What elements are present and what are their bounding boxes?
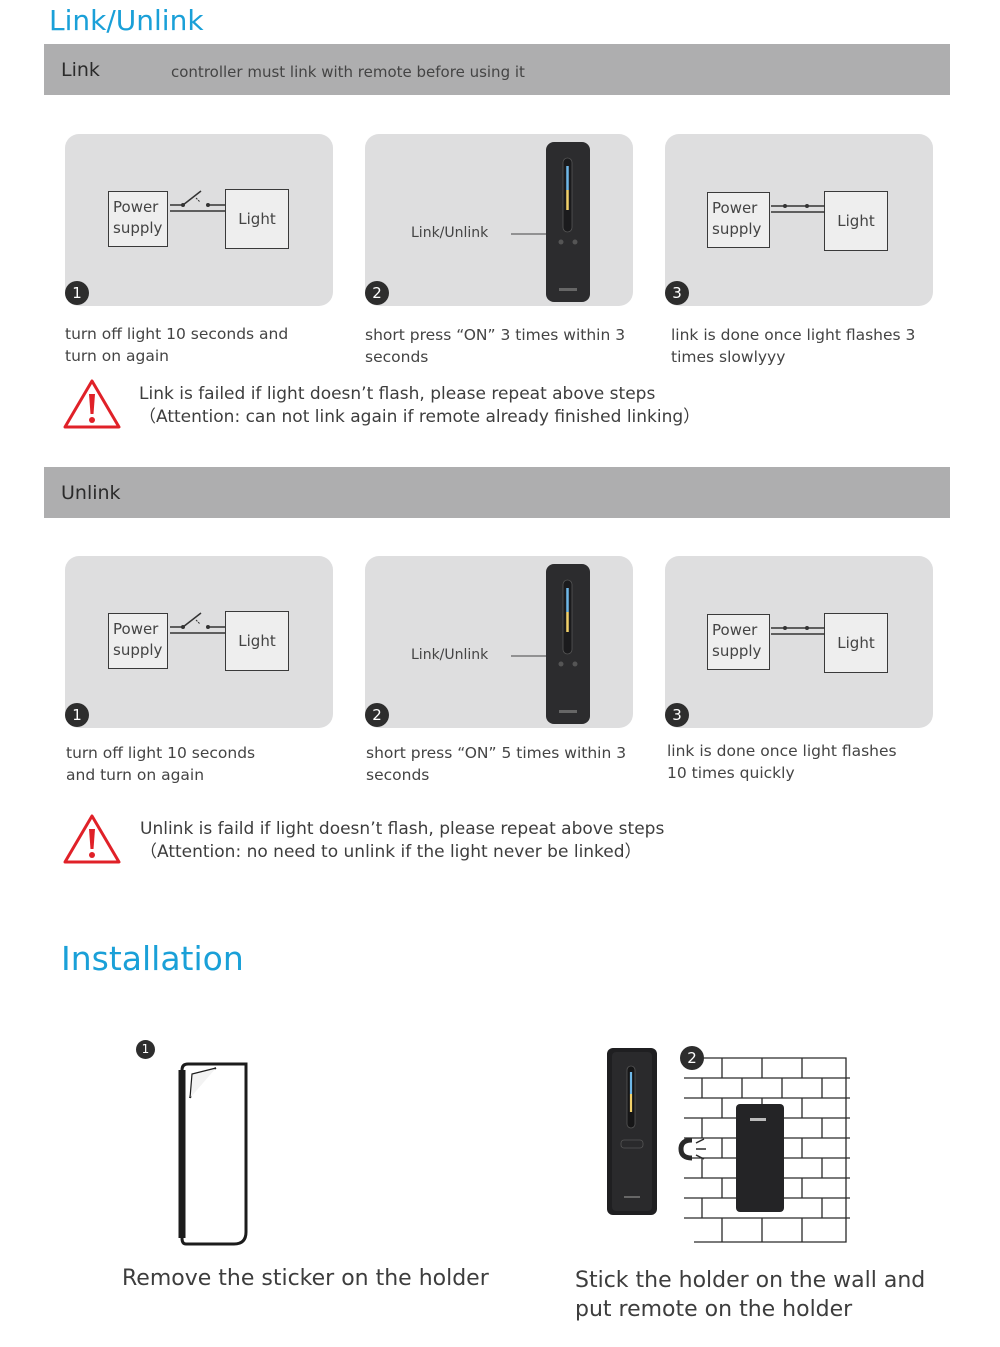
switch-open-icon <box>170 190 225 212</box>
caption-line: 10 times quickly <box>667 764 795 782</box>
link-unlink-label: Link/Unlink <box>411 225 489 241</box>
install-step2-caption: Stick the holder on the wall and put rem… <box>575 1266 925 1324</box>
step-number-1: 1 <box>65 281 89 305</box>
caption-line: times slowlyyy <box>671 348 786 366</box>
power-supply-label: Power <box>712 621 758 639</box>
switch-open-icon <box>170 612 225 634</box>
warning-triangle-icon <box>63 814 121 864</box>
step-number-2: 2 <box>365 703 389 727</box>
warning-line: Unlink is faild if light doesn’t flash, … <box>140 819 665 839</box>
light-box: Light <box>225 611 289 671</box>
light-label: Light <box>837 212 875 230</box>
power-supply-box: Power supply <box>108 191 168 247</box>
light-box: Light <box>824 613 888 673</box>
installation-title: Installation <box>61 939 244 978</box>
unlink-step2-panel: Link/Unlink 2 <box>365 556 633 728</box>
unlink-step3-panel: Power supply Light 3 <box>665 556 933 728</box>
power-supply-box: Power supply <box>707 192 770 248</box>
caption-line: short press “ON” 5 times within 3 <box>366 744 627 762</box>
link-step2-caption: short press “ON” 3 times within 3 second… <box>365 324 625 368</box>
power-supply-label-2: supply <box>113 641 163 659</box>
link-section-header: Link controller must link with remote be… <box>44 44 950 95</box>
link-warning-text: Link is failed if light doesn’t flash, p… <box>139 383 700 429</box>
caption-line: put remote on the holder <box>575 1297 853 1322</box>
power-supply-label-2: supply <box>113 219 163 237</box>
caption-line: seconds <box>366 766 430 784</box>
caption-line: turn off light 10 seconds <box>66 744 256 762</box>
warning-triangle-icon <box>63 379 121 429</box>
step-number-3: 3 <box>665 281 689 305</box>
unlink-step3-caption: link is done once light flashes 10 times… <box>667 740 897 784</box>
light-label: Light <box>238 210 276 228</box>
caption-line: link is done once light flashes 3 <box>671 326 916 344</box>
power-supply-box: Power supply <box>707 614 770 670</box>
caption-line: seconds <box>365 348 429 366</box>
step-number-2: 2 <box>365 281 389 305</box>
link-header-title: Link <box>61 59 100 81</box>
link-step3-panel: Power supply Light 3 <box>665 134 933 306</box>
caption-line: turn on again <box>65 347 169 365</box>
link-header-subtitle: controller must link with remote before … <box>171 63 525 81</box>
power-supply-label: Power <box>712 199 758 217</box>
caption-line: short press “ON” 3 times within 3 <box>365 326 626 344</box>
remote-front-icon <box>607 1048 657 1215</box>
caption-line: and turn on again <box>66 766 205 784</box>
unlink-step2-caption: short press “ON” 5 times within 3 second… <box>366 742 626 786</box>
link-step1-panel: Power supply Light 1 <box>65 134 333 306</box>
light-label: Light <box>238 632 276 650</box>
caption-line: Stick the holder on the wall and <box>575 1268 926 1293</box>
page-title: Link/Unlink <box>49 4 204 37</box>
power-supply-label-2: supply <box>712 642 762 660</box>
unlink-step1-caption: turn off light 10 seconds and turn on ag… <box>66 742 255 786</box>
light-label: Light <box>837 634 875 652</box>
switch-closed-icon <box>771 204 825 213</box>
remote-illustration <box>511 233 551 235</box>
warning-line: （Attention: can not link again if remote… <box>139 407 701 427</box>
switch-closed-icon <box>771 626 825 635</box>
brick-wall-illustration <box>684 1057 850 1243</box>
unlink-header-title: Unlink <box>61 482 121 504</box>
remote-icon <box>546 142 590 302</box>
power-supply-label-2: supply <box>712 220 762 238</box>
holder-sticker-illustration <box>178 1062 248 1246</box>
step-number-1: 1 <box>65 703 89 727</box>
install-step-number-1: 1 <box>136 1040 155 1059</box>
warning-line: Link is failed if light doesn’t flash, p… <box>139 384 656 404</box>
remote-icon <box>546 564 590 724</box>
link-step3-caption: link is done once light flashes 3 times … <box>671 324 915 368</box>
warning-line: （Attention: no need to unlink if the lig… <box>140 842 642 862</box>
unlink-step1-panel: Power supply Light 1 <box>65 556 333 728</box>
magnet-icon <box>678 1137 706 1161</box>
power-supply-label: Power <box>113 620 159 638</box>
caption-line: turn off light 10 seconds and <box>65 325 289 343</box>
remote-illustration <box>511 655 551 657</box>
unlink-section-header: Unlink <box>44 467 950 518</box>
install-step-number-2: 2 <box>680 1046 704 1070</box>
light-box: Light <box>225 189 289 249</box>
unlink-warning-text: Unlink is faild if light doesn’t flash, … <box>140 818 664 864</box>
install-step1-caption: Remove the sticker on the holder <box>122 1266 489 1291</box>
link-unlink-label: Link/Unlink <box>411 647 489 663</box>
step-number-3: 3 <box>665 703 689 727</box>
link-step2-panel: Link/Unlink 2 <box>365 134 633 306</box>
power-supply-box: Power supply <box>108 613 168 669</box>
power-supply-label: Power <box>113 198 159 216</box>
light-box: Light <box>824 191 888 251</box>
caption-line: link is done once light flashes <box>667 742 897 760</box>
link-step1-caption: turn off light 10 seconds and turn on ag… <box>65 323 288 367</box>
